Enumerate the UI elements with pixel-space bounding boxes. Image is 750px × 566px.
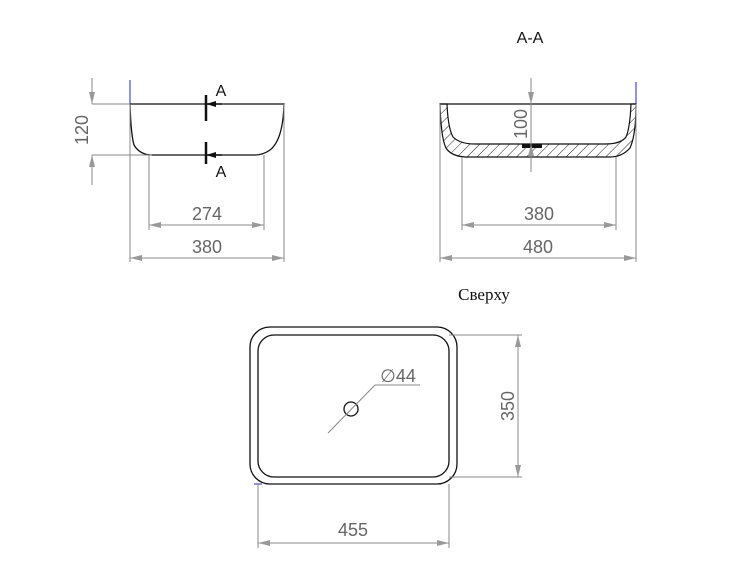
top-view: Сверху ∅44 350 455	[249, 285, 522, 548]
section-label-top: A	[216, 83, 227, 100]
drain-dim-label: ∅44	[380, 366, 416, 386]
section-title: A-A	[517, 30, 544, 47]
side-view: A A 120 274 380	[72, 78, 285, 262]
top-depth-dim-label: 350	[498, 391, 518, 421]
bottom-width-dim-label: 274	[192, 204, 222, 224]
section-bottom-width-label: 380	[524, 204, 554, 224]
drain-hole	[343, 401, 359, 417]
section-mark-top	[204, 95, 222, 121]
section-view: A-A 100 380 480	[439, 30, 637, 262]
basin-side-outline	[129, 103, 285, 156]
section-hatch	[439, 103, 637, 158]
section-label-bottom: A	[216, 164, 227, 181]
section-top-width-label: 480	[523, 237, 553, 257]
basin-outer-rim	[249, 326, 458, 485]
basin-inner-rim	[257, 334, 450, 478]
top-width-dim-label: 455	[338, 520, 368, 540]
depth-dim-label: 100	[511, 109, 531, 139]
top-view-title: Сверху	[458, 285, 510, 304]
height-dim-label: 120	[72, 115, 92, 145]
section-mark-bottom	[204, 142, 222, 164]
top-width-dim-label: 380	[192, 237, 222, 257]
